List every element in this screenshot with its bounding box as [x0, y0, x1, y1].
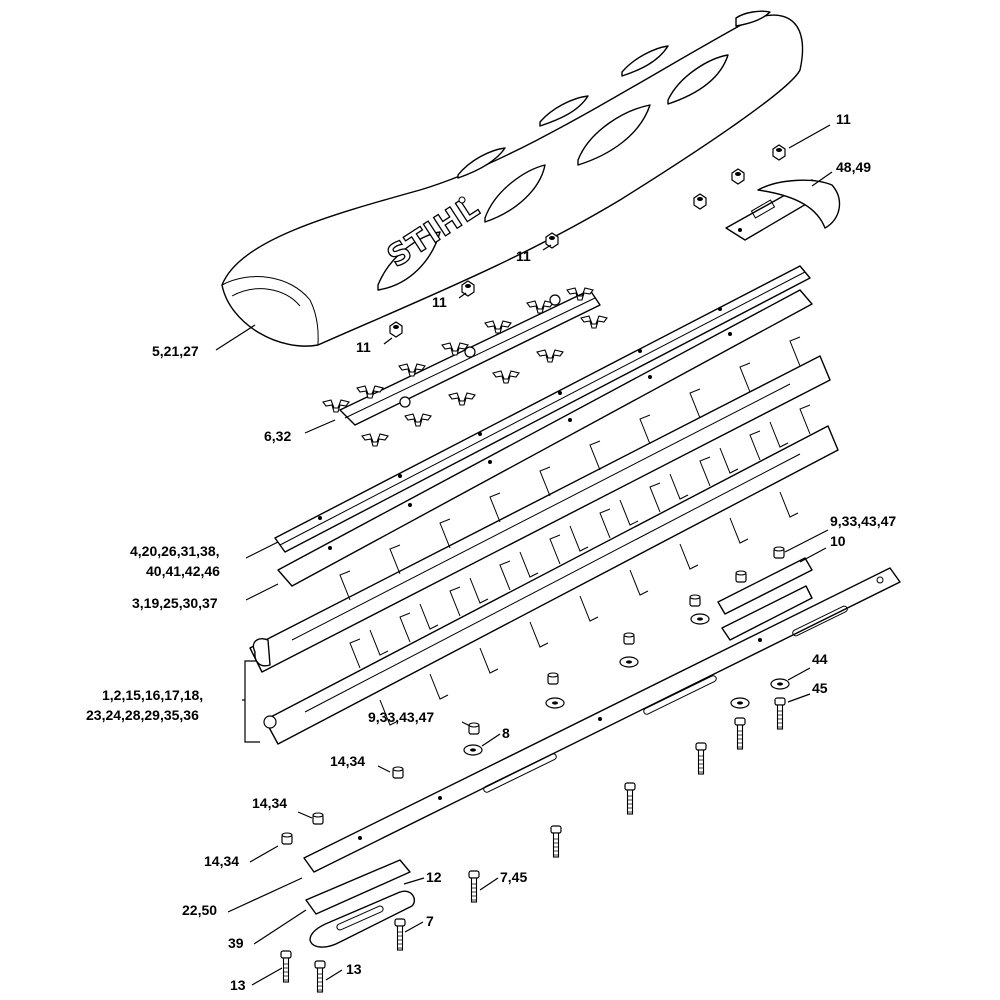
cutting-blade-lower — [263, 404, 839, 745]
callout-11-d: 11 — [356, 339, 371, 355]
callout-14-34-b: 14,34 — [252, 795, 287, 811]
guide-bar — [303, 567, 901, 873]
callout-39: 39 — [228, 935, 244, 951]
callout-1-group-line-1: 1,2,15,16,17,18, — [102, 687, 203, 703]
callout-13-b: 13 — [346, 961, 362, 977]
callout-1-group-line-2: 23,24,28,29,35,36 — [86, 707, 199, 723]
leader-lines — [215, 124, 833, 986]
callout-45: 45 — [812, 680, 828, 696]
callout-3-group: 3,19,25,30,37 — [132, 595, 218, 611]
callout-22-50: 22,50 — [182, 902, 217, 918]
callout-8: 8 — [502, 725, 510, 741]
callout-11-c: 11 — [432, 294, 447, 310]
slider-clamp — [309, 890, 416, 948]
guide-rail-lower — [277, 289, 813, 587]
callout-13-a: 13 — [230, 977, 246, 993]
callout-9-33-43-47-b: 9,33,43,47 — [368, 709, 434, 725]
callout-12: 12 — [426, 869, 442, 885]
blade-guard-scabbard: STIHL — [221, 10, 804, 347]
callout-6-32: 6,32 — [264, 428, 291, 444]
guide-rail-upper — [274, 265, 811, 553]
callout-44: 44 — [812, 651, 828, 667]
cutting-blade-upper — [249, 336, 831, 673]
base-plate — [305, 859, 411, 915]
callout-9-33-43-47-a: 9,33,43,47 — [830, 513, 896, 529]
callout-11-b: 11 — [516, 248, 531, 264]
callout-10: 10 — [830, 533, 846, 549]
callout-14-34-c: 14,34 — [204, 853, 239, 869]
tip-guard — [725, 179, 841, 241]
callout-11-a: 11 — [836, 111, 851, 127]
clamp-bracket-assembly — [322, 287, 608, 447]
callout-4-group-line-2: 40,41,42,46 — [146, 563, 220, 579]
callout-4-group-line-1: 4,20,26,31,38, — [130, 543, 220, 559]
callout-7: 7 — [426, 913, 434, 929]
callout-48-49: 48,49 — [836, 159, 871, 175]
callout-14-34-a: 14,34 — [330, 753, 365, 769]
callout-labels: 11 48,49 11 11 11 5,21,27 6,32 9,33,43,4… — [86, 111, 896, 993]
callout-7-45: 7,45 — [500, 869, 527, 885]
plate — [717, 557, 813, 641]
callout-5-21-27: 5,21,27 — [152, 343, 199, 359]
